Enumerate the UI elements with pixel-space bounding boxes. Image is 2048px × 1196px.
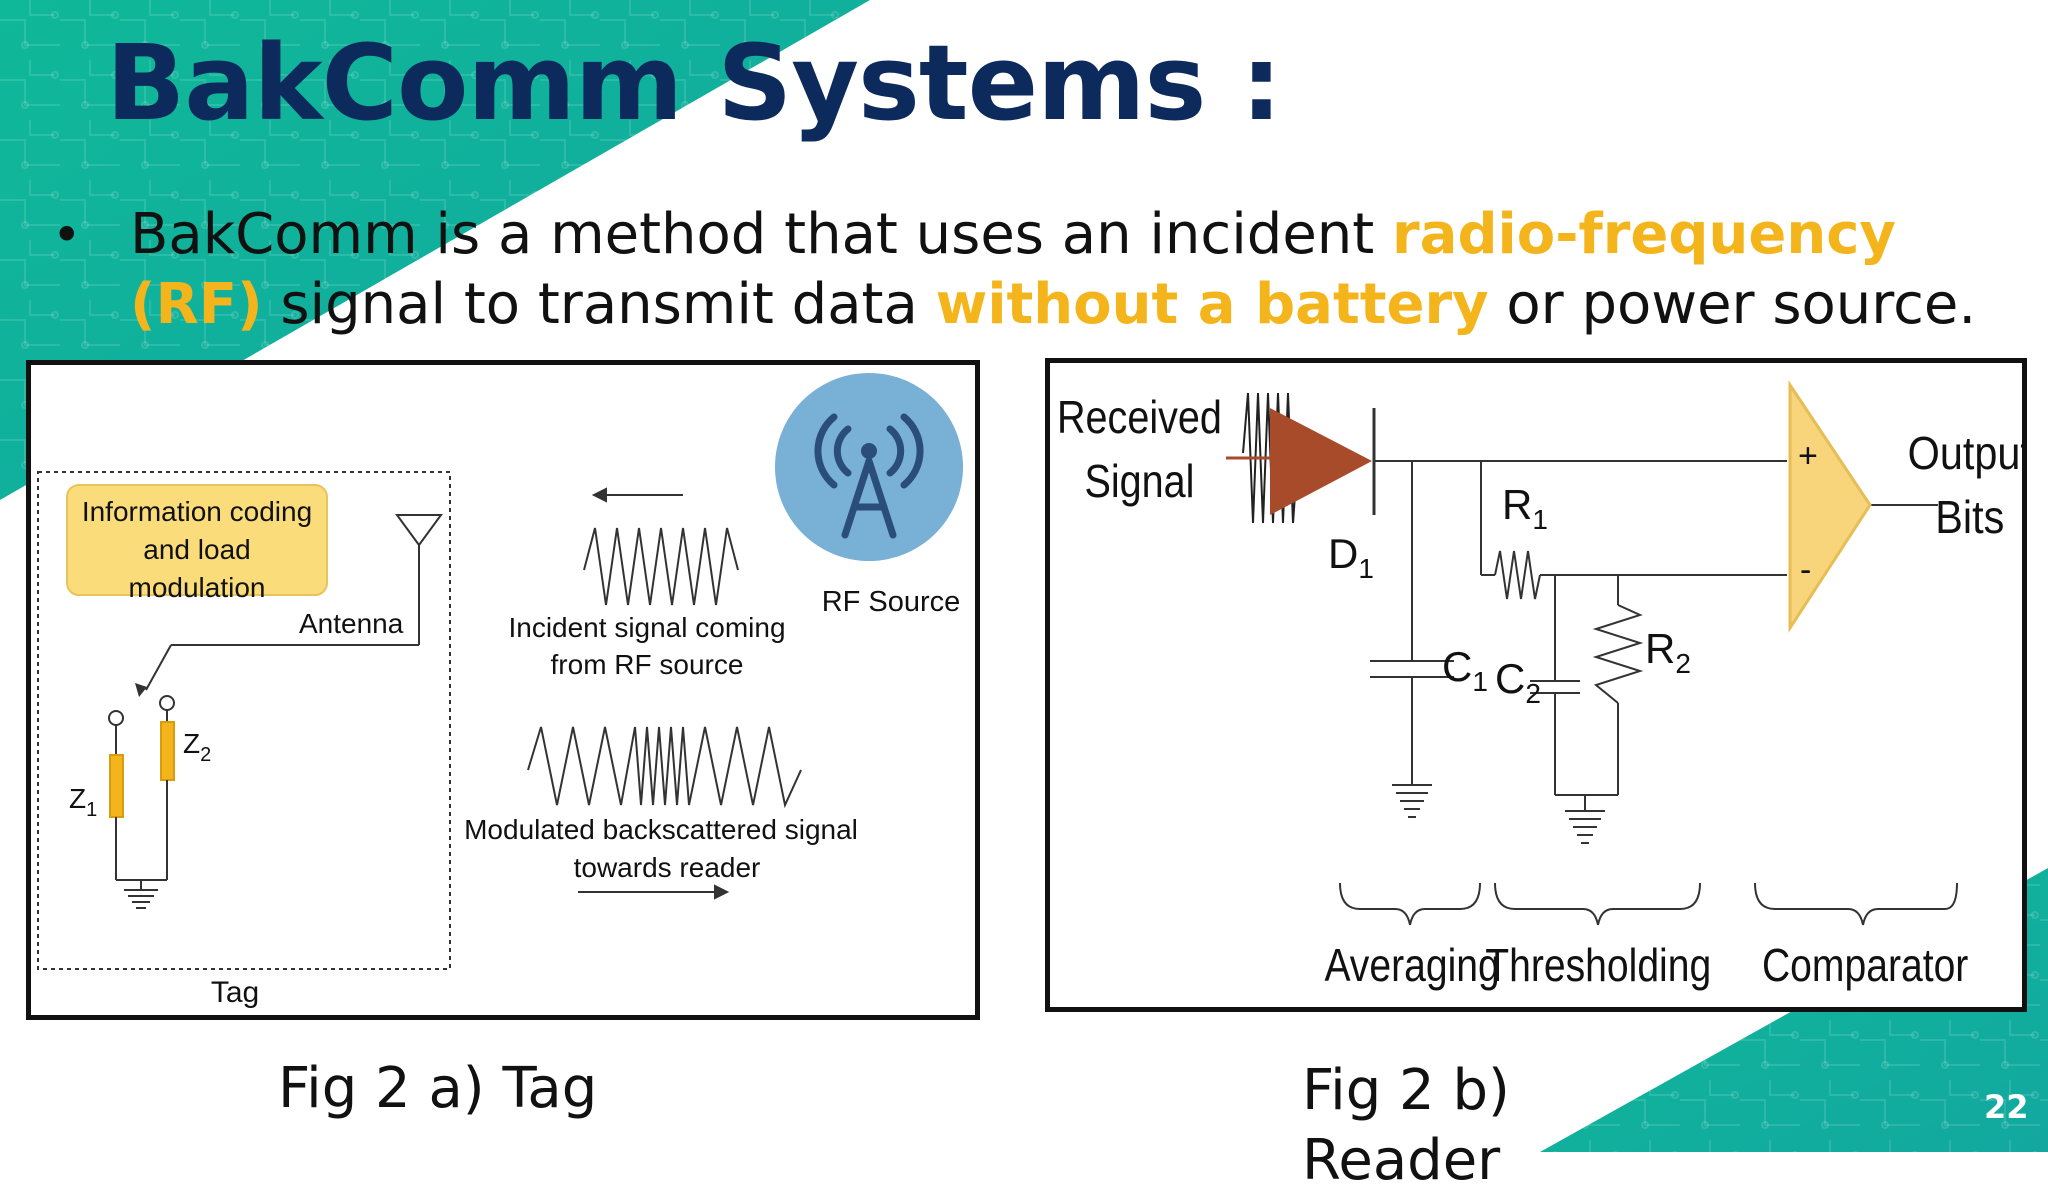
antenna-icon [145,514,443,691]
right-arrow-icon [578,884,730,900]
resistor-r1-icon [1494,550,1541,600]
minus-label: - [1800,551,1811,589]
slide-title: BakComm Systems : [106,22,1282,144]
brace-icons [1339,882,1958,926]
bullet-text-part1: BakComm is a method that uses an inciden… [130,202,1393,267]
modulated-label-line2: towards reader [574,852,761,883]
caption-fig-a: Fig 2 a) Tag [278,1056,598,1121]
plus-label: + [1798,437,1818,475]
bullet-icon: • [52,206,82,264]
impedance-z2 [159,695,175,880]
ground-icon [1392,784,1432,818]
info-coding-box [66,484,328,596]
ground-icon [116,879,167,909]
rf-source-label: RF Source [822,586,961,618]
averaging-label: Averaging [1324,940,1499,992]
circuit-wires [1370,460,1938,811]
c2-label: C2 [1495,655,1541,709]
rf-tower-icon [775,373,963,561]
left-arrow-icon [591,487,683,503]
received-label-line2: Signal [1084,456,1194,507]
highlight-rf: radio-frequency (RF) [130,202,1896,337]
comparator-label: Comparator [1762,940,1968,992]
page-number: 22 [1984,1088,2029,1126]
received-label-line1: Received [1057,392,1222,443]
r2-label: R2 [1645,625,1691,679]
incident-wave-icon [583,527,739,606]
caption-fig-b: Fig 2 b) Reader [1302,1058,1510,1193]
bullet-text-part3: or power source. [1488,272,1977,337]
info-box-line2: and load [143,534,250,565]
info-box-line3: modulation [129,572,266,603]
tag-label: Tag [211,976,259,1009]
c1-label: C1 [1442,643,1488,697]
output-label-line1: Output [1908,428,2022,480]
figure-tag: Information coding and load modulation A… [26,360,980,1020]
comparator-icon [1788,380,1872,634]
r1-label: R1 [1502,481,1548,535]
antenna-label: Antenna [299,608,404,639]
thresholding-label: Thresholding [1485,940,1711,992]
ground-icon [1565,810,1605,844]
z2-label: Z2 [183,728,211,766]
bullet-text: BakComm is a method that uses an inciden… [130,200,2010,340]
resistor-r2-icon [1592,604,1644,704]
switch-arrow-icon [135,683,147,697]
z1-label: Z1 [69,783,97,821]
d1-label: D1 [1328,530,1374,584]
highlight-battery: without a battery [935,272,1489,337]
output-label-line2: Bits [1935,492,2004,544]
tag-boundary [37,471,451,970]
incident-label-line1: Incident signal coming [508,612,785,643]
modulated-wave-icon [527,726,802,809]
figure-reader: Received Signal D1 [1045,358,2027,1012]
incident-label-line2: from RF source [551,649,744,680]
info-box-line1: Information coding [82,496,312,527]
impedance-z1 [108,710,124,880]
modulated-label-line1: Modulated backscattered signal [464,814,858,845]
bullet-text-part2: signal to transmit data [262,272,936,337]
